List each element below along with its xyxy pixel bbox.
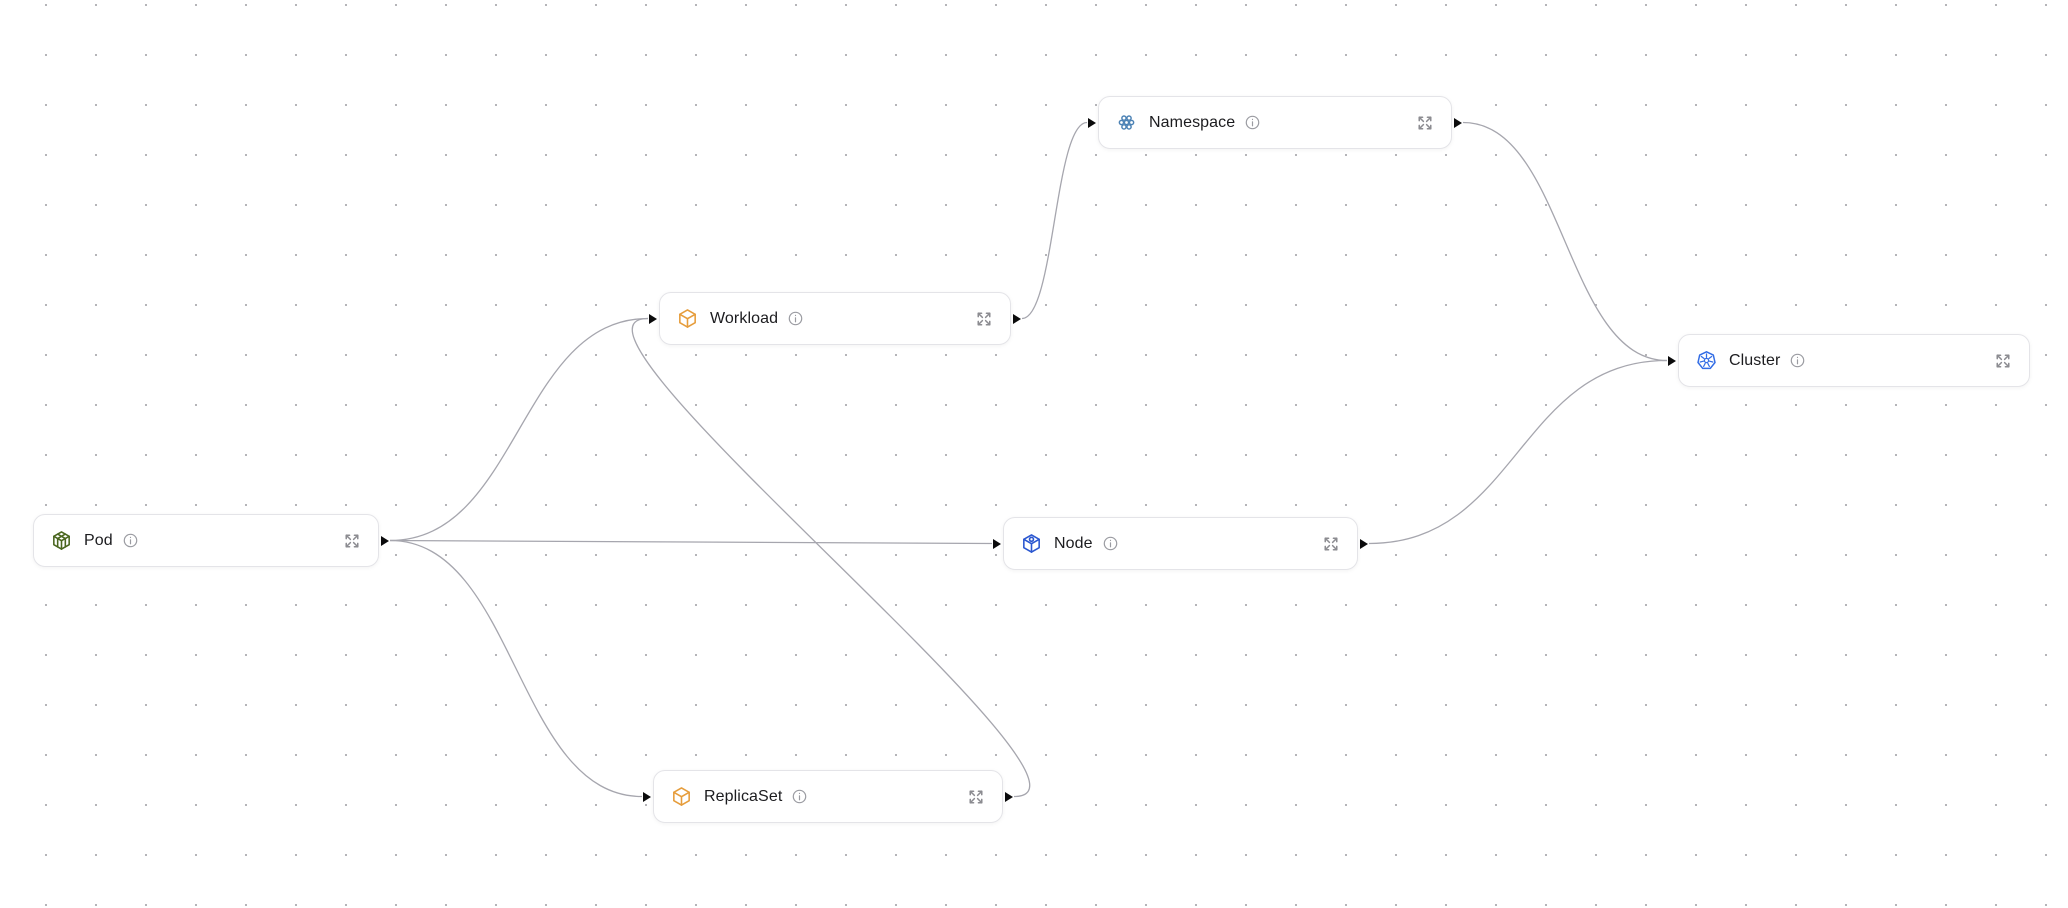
- edge-namespace-cluster[interactable]: [1462, 121, 1668, 362]
- edge-workload-namespace[interactable]: [1021, 121, 1088, 320]
- node-label: Pod: [84, 531, 113, 549]
- node-label: Workload: [710, 309, 779, 327]
- expand-icon: [343, 532, 361, 550]
- expand-button[interactable]: [967, 788, 985, 806]
- expand-button[interactable]: [975, 310, 993, 328]
- edge-node-cluster[interactable]: [1368, 359, 1668, 545]
- target-handle[interactable]: [993, 538, 1001, 549]
- expand-button[interactable]: [1322, 535, 1340, 553]
- info-icon: [787, 310, 804, 327]
- node-label: ReplicaSet: [704, 787, 783, 805]
- node-node[interactable]: Node: [993, 517, 1368, 570]
- source-handle[interactable]: [1013, 313, 1021, 324]
- target-handle[interactable]: [649, 313, 657, 324]
- info-icon: [1102, 535, 1119, 552]
- expand-icon: [1322, 535, 1340, 553]
- info-button[interactable]: [1244, 114, 1261, 131]
- info-icon: [791, 788, 808, 805]
- node-workload[interactable]: Workload: [649, 292, 1021, 345]
- target-handle[interactable]: [643, 791, 651, 802]
- info-button[interactable]: [1102, 535, 1119, 552]
- expand-icon: [1994, 352, 2012, 370]
- kubernetes-icon: [1696, 350, 1717, 371]
- expand-button[interactable]: [343, 532, 361, 550]
- info-icon: [1789, 352, 1806, 369]
- info-button[interactable]: [791, 788, 808, 805]
- info-button[interactable]: [787, 310, 804, 327]
- node-label: Cluster: [1729, 351, 1781, 369]
- info-button[interactable]: [1789, 352, 1806, 369]
- node-replicaset[interactable]: ReplicaSet: [643, 770, 1013, 823]
- expand-button[interactable]: [1994, 352, 2012, 370]
- info-button[interactable]: [122, 532, 139, 549]
- node-cluster[interactable]: Cluster: [1668, 334, 2030, 387]
- edge-pod-replicaset[interactable]: [389, 539, 643, 798]
- target-handle[interactable]: [1088, 117, 1096, 128]
- namespace-icon: [1116, 112, 1137, 133]
- cube-icon: [671, 786, 692, 807]
- expand-icon: [1416, 114, 1434, 132]
- expand-icon: [967, 788, 985, 806]
- source-handle[interactable]: [1454, 117, 1462, 128]
- expand-button[interactable]: [1416, 114, 1434, 132]
- node-pod[interactable]: Pod: [33, 514, 389, 567]
- source-handle[interactable]: [1005, 791, 1013, 802]
- node-label: Namespace: [1149, 113, 1236, 131]
- info-icon: [1244, 114, 1261, 131]
- node-icon: [1021, 533, 1042, 554]
- edge-pod-workload[interactable]: [389, 317, 649, 542]
- edge-pod-node[interactable]: [389, 539, 993, 545]
- source-handle[interactable]: [1360, 538, 1368, 549]
- expand-icon: [975, 310, 993, 328]
- node-label: Node: [1054, 534, 1093, 552]
- pod-icon: [51, 530, 72, 551]
- node-namespace[interactable]: Namespace: [1088, 96, 1462, 149]
- cube-icon: [677, 308, 698, 329]
- target-handle[interactable]: [1668, 355, 1676, 366]
- source-handle[interactable]: [381, 535, 389, 546]
- info-icon: [122, 532, 139, 549]
- edge-replicaset-workload[interactable]: [631, 317, 1031, 798]
